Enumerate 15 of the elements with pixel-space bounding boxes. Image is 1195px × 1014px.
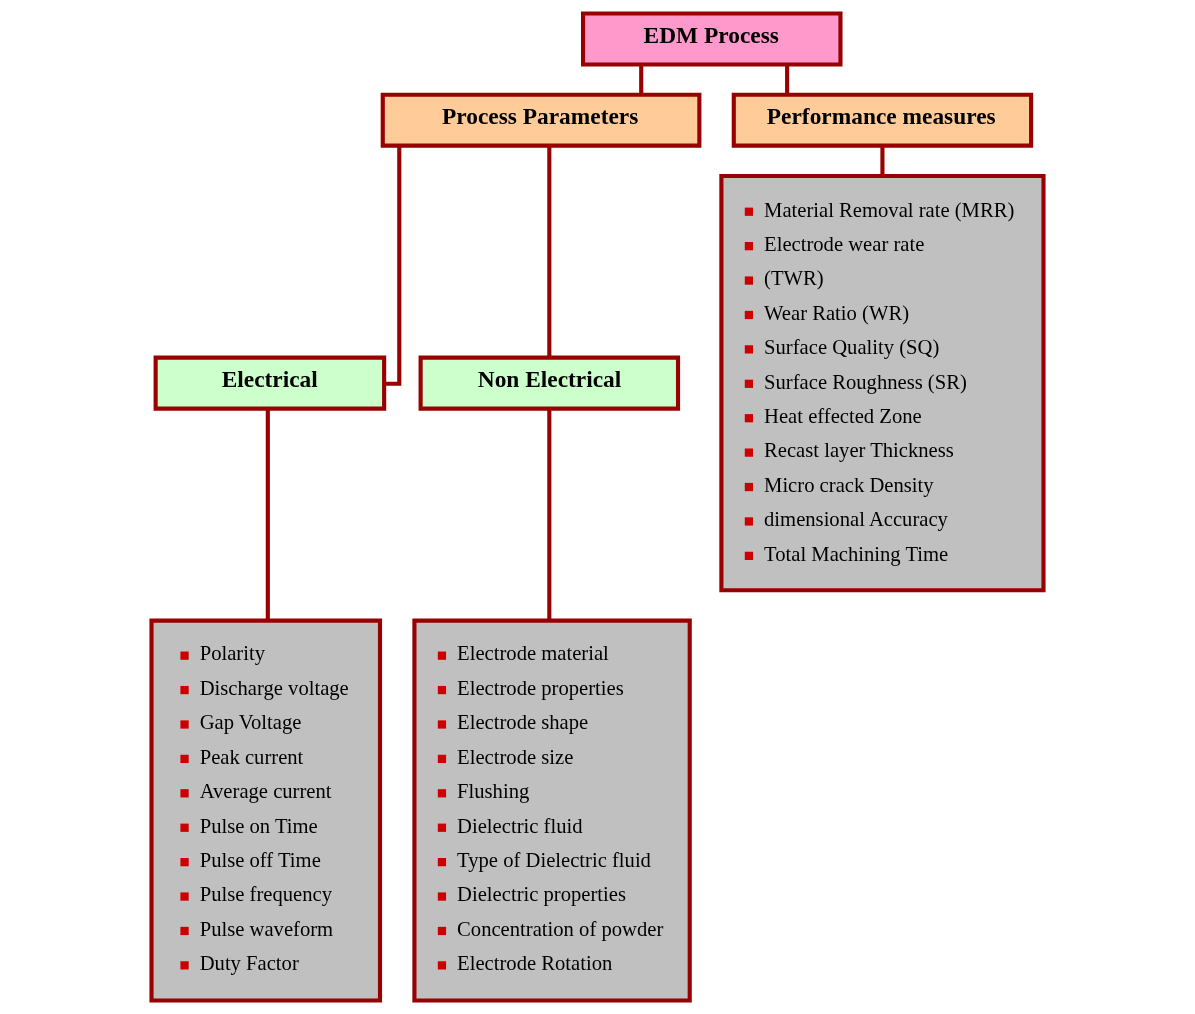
connector — [547, 145, 552, 358]
node-box: Electrode material Electrode properties Electrode shape Electrode size Flushing Dielectric fluid Type of Dielectric fluid Dielectric properties Concentration of powder Electrode Rotation — [412, 618, 692, 1003]
node-box: EDM Process — [581, 11, 843, 67]
connector — [384, 145, 402, 386]
node-box: Process Parameters — [380, 92, 702, 148]
node-box: Electrical — [153, 355, 387, 411]
node-box: Polarity Discharge voltage Gap Voltage Peak current Average current Pulse on Time Pulse off Time Pulse frequency Pulse waveform Duty Factor — [149, 618, 383, 1003]
connector — [547, 409, 552, 621]
node-box: Material Removal rate (MRR) Electrode wear rate (TWR) Wear Ratio (WR) Surface Quality (SQ) Surface Roughness (SR) Heat effected Zone Recast layer Thickness Micro crack Density dimensional Accuracy Total Machining Time — [719, 173, 1046, 593]
connector — [639, 64, 644, 95]
node-box: Non Electrical — [418, 355, 681, 411]
connector — [265, 409, 270, 621]
connector — [785, 64, 790, 95]
node-box: Performance measures — [731, 92, 1034, 148]
connector — [880, 145, 885, 176]
